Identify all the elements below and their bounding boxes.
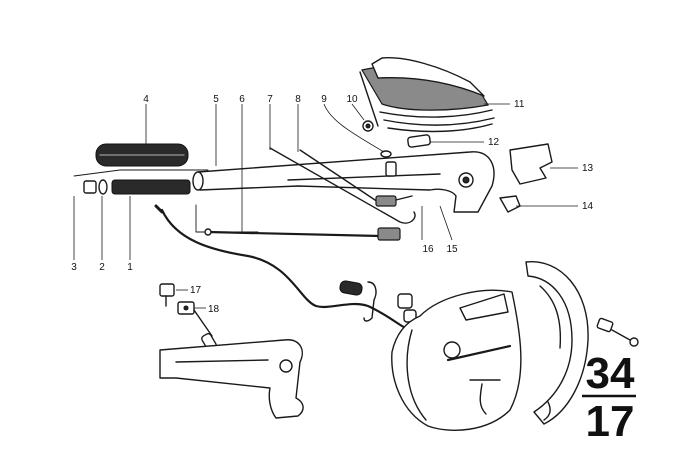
part-clip-14 <box>499 195 521 213</box>
callout-12: 12 <box>488 137 500 148</box>
callout-13: 13 <box>582 163 594 174</box>
callout-labels: 4 5 6 7 8 9 10 11 12 13 14 15 16 3 2 1 1… <box>71 94 593 315</box>
part-link-8 <box>299 149 413 241</box>
leader-lines <box>73 103 578 309</box>
part-rod-7 <box>269 147 416 224</box>
callout-3: 3 <box>71 262 77 273</box>
callout-9: 9 <box>321 94 327 105</box>
part-spring-assembly <box>83 179 191 195</box>
part-fitting-17 <box>159 283 175 307</box>
callout-15: 15 <box>446 244 458 255</box>
callout-2: 2 <box>99 262 105 273</box>
part-bowden-cable <box>160 208 412 332</box>
callout-17: 17 <box>190 285 202 296</box>
page-group-number: 34 <box>586 349 635 398</box>
page-number-block: 34 17 <box>582 349 636 446</box>
callout-10: 10 <box>346 94 358 105</box>
part-rod-6 <box>204 228 398 238</box>
part-fasteners <box>362 120 431 177</box>
callout-7: 7 <box>267 94 273 105</box>
callout-1: 1 <box>127 262 133 273</box>
callout-6: 6 <box>239 94 245 105</box>
callout-14: 14 <box>582 201 594 212</box>
callout-4: 4 <box>143 94 149 105</box>
callout-8: 8 <box>295 94 301 105</box>
part-brake-backing-plate <box>391 289 522 431</box>
part-bracket-13 <box>509 143 553 185</box>
callout-5: 5 <box>213 94 219 105</box>
part-brake-shoe <box>525 261 589 425</box>
callout-18: 18 <box>208 304 220 315</box>
part-hand-grip <box>95 143 189 167</box>
page-sheet-number: 17 <box>586 397 635 446</box>
part-handbrake-lever <box>192 151 495 213</box>
callout-16: 16 <box>422 244 434 255</box>
part-boot <box>359 57 495 133</box>
part-spring-link <box>339 280 417 323</box>
part-handbrake-lever-lower <box>159 339 304 419</box>
part-adjuster <box>596 317 639 347</box>
callout-11: 11 <box>514 99 525 110</box>
